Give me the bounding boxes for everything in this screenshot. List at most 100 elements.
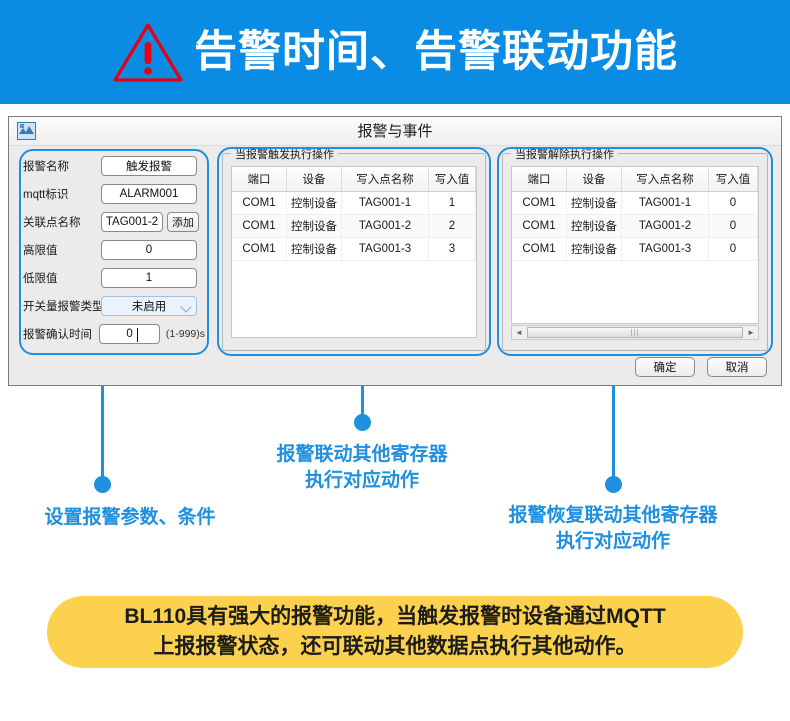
form-row-low-limit: 低限值 1 [23, 265, 205, 291]
scroll-right-arrow-icon[interactable]: ► [747, 328, 755, 337]
cell-point-name: TAG001-1 [341, 191, 429, 215]
label-high-limit: 高限值 [23, 245, 58, 257]
callout-line-3 [612, 386, 615, 483]
col-device: 设备 [566, 167, 622, 192]
app-icon [17, 122, 36, 140]
input-mqtt-id[interactable]: ALARM001 [101, 184, 197, 204]
clear-action-group: 当报警解除执行操作 端口 设备 写入点名称 写入值 COM1 控制设备 TAG0… [502, 146, 768, 351]
callout-dot-1 [94, 476, 111, 493]
input-low-limit[interactable]: 1 [101, 268, 197, 288]
col-write-value: 写入值 [428, 167, 476, 192]
table-row[interactable]: COM1 控制设备 TAG001-3 0 [512, 237, 758, 261]
callout-text-2: 报警联动其他寄存器 执行对应动作 [232, 442, 492, 493]
input-confirm-time[interactable]: 0 [99, 324, 160, 344]
callout-2-line2: 执行对应动作 [304, 469, 419, 491]
form-row-alarm-name: 报警名称 触发报警 [23, 153, 205, 179]
page-header: 告警时间、告警联动功能 [0, 0, 790, 104]
trigger-action-table: 端口 设备 写入点名称 写入值 COM1 控制设备 TAG001-1 1 COM… [232, 167, 476, 261]
col-write-value: 写入值 [708, 167, 758, 192]
trigger-action-table-wrap: 端口 设备 写入点名称 写入值 COM1 控制设备 TAG001-1 1 COM… [231, 166, 477, 338]
form-row-mqtt-id: mqtt标识 ALARM001 [23, 181, 205, 207]
scrollbar-thumb[interactable]: ||| [527, 327, 743, 338]
dialog-title: 报警与事件 [357, 123, 433, 140]
col-point-name: 写入点名称 [341, 167, 429, 192]
clear-action-table-wrap: 端口 设备 写入点名称 写入值 COM1 控制设备 TAG001-1 0 COM… [511, 166, 759, 324]
form-row-high-limit: 高限值 0 [23, 237, 205, 263]
table-header-row: 端口 设备 写入点名称 写入值 [232, 167, 476, 192]
label-confirm-time: 报警确认时间 [23, 329, 92, 341]
callout-text-1: 设置报警参数、条件 [0, 505, 260, 531]
callout-dot-2 [354, 414, 371, 431]
ok-button[interactable]: 确定 [635, 357, 695, 377]
input-alarm-name[interactable]: 触发报警 [101, 156, 197, 176]
col-port: 端口 [232, 167, 287, 192]
scroll-left-arrow-icon[interactable]: ◄ [515, 328, 523, 337]
cell-port: COM1 [232, 237, 287, 261]
callout-3-line2: 执行对应动作 [555, 530, 670, 552]
horizontal-scrollbar[interactable]: ◄ ||| ► [511, 325, 759, 340]
banner-line-2: 上报报警状态，还可联动其他数据点执行其他动作。 [153, 635, 637, 658]
trigger-group-legend: 当报警触发执行操作 [231, 146, 338, 162]
table-header-row: 端口 设备 写入点名称 写入值 [512, 167, 758, 192]
cell-point-name: TAG001-2 [341, 214, 429, 238]
cell-port: COM1 [512, 237, 567, 261]
cell-device: 控制设备 [286, 237, 342, 261]
cell-port: COM1 [232, 214, 287, 238]
callout-dot-3 [605, 476, 622, 493]
chevron-down-icon [180, 301, 192, 313]
callout-1-line1: 设置报警参数、条件 [44, 507, 216, 528]
callout-3-line1: 报警恢复联动其他寄存器 [508, 505, 718, 526]
cell-device: 控制设备 [566, 191, 622, 215]
warning-triangle-icon [112, 20, 184, 84]
cell-write-value: 0 [708, 191, 758, 215]
cell-device: 控制设备 [566, 237, 622, 261]
callout-line-2 [361, 386, 364, 422]
table-row[interactable]: COM1 控制设备 TAG001-1 1 [232, 191, 476, 215]
label-mqtt-id: mqtt标识 [23, 189, 69, 201]
select-discrete-alarm-type-value: 未启用 [131, 301, 167, 313]
dialog-titlebar: 报警与事件 [9, 117, 781, 146]
label-alarm-name: 报警名称 [23, 161, 69, 173]
col-device: 设备 [286, 167, 342, 192]
form-row-discrete-alarm-type: 开关量报警类型 未启用 [23, 293, 205, 319]
table-row[interactable]: COM1 控制设备 TAG001-1 0 [512, 191, 758, 215]
cell-write-value: 1 [428, 191, 476, 215]
form-row-confirm-time: 报警确认时间 0 (1-999)s [23, 321, 205, 347]
input-linked-point[interactable]: TAG001-2 [101, 212, 163, 232]
callout-2-line1: 报警联动其他寄存器 [276, 444, 448, 465]
label-discrete-alarm-type: 开关量报警类型 [23, 301, 104, 313]
clear-action-table: 端口 设备 写入点名称 写入值 COM1 控制设备 TAG001-1 0 COM… [512, 167, 758, 261]
cell-port: COM1 [232, 191, 287, 215]
cell-device: 控制设备 [566, 214, 622, 238]
cell-device: 控制设备 [286, 191, 342, 215]
alarm-event-dialog: 报警与事件 报警名称 触发报警 mqtt标识 ALARM001 关联点名称 TA… [8, 116, 782, 386]
clear-group-legend: 当报警解除执行操作 [511, 146, 618, 162]
select-discrete-alarm-type[interactable]: 未启用 [101, 296, 197, 316]
cell-port: COM1 [512, 191, 567, 215]
cell-write-value: 2 [428, 214, 476, 238]
cell-point-name: TAG001-1 [621, 191, 709, 215]
cell-point-name: TAG001-3 [621, 237, 709, 261]
col-point-name: 写入点名称 [621, 167, 709, 192]
cell-write-value: 0 [708, 214, 758, 238]
input-high-limit[interactable]: 0 [101, 240, 197, 260]
table-row[interactable]: COM1 控制设备 TAG001-2 2 [232, 214, 476, 238]
cell-write-value: 3 [428, 237, 476, 261]
table-row[interactable]: COM1 控制设备 TAG001-3 3 [232, 237, 476, 261]
cell-device: 控制设备 [286, 214, 342, 238]
form-row-linked-point: 关联点名称 TAG001-2 添加 [23, 209, 205, 235]
cell-point-name: TAG001-3 [341, 237, 429, 261]
dialog-button-bar: 确定 取消 [635, 357, 767, 377]
scrollbar-grip-icon: ||| [630, 328, 640, 337]
trigger-action-group: 当报警触发执行操作 端口 设备 写入点名称 写入值 COM1 控制设备 TAG0… [222, 146, 486, 351]
info-banner: BL110具有强大的报警功能，当触发报警时设备通过MQTT 上报报警状态，还可联… [47, 596, 743, 668]
alarm-parameter-form: 报警名称 触发报警 mqtt标识 ALARM001 关联点名称 TAG001-2… [23, 153, 205, 351]
cell-port: COM1 [512, 214, 567, 238]
cell-write-value: 0 [708, 237, 758, 261]
callout-line-1 [101, 386, 104, 483]
page-title: 告警时间、告警联动功能 [194, 27, 678, 76]
table-row[interactable]: COM1 控制设备 TAG001-2 0 [512, 214, 758, 238]
add-button[interactable]: 添加 [167, 212, 199, 232]
cell-point-name: TAG001-2 [621, 214, 709, 238]
cancel-button[interactable]: 取消 [707, 357, 767, 377]
